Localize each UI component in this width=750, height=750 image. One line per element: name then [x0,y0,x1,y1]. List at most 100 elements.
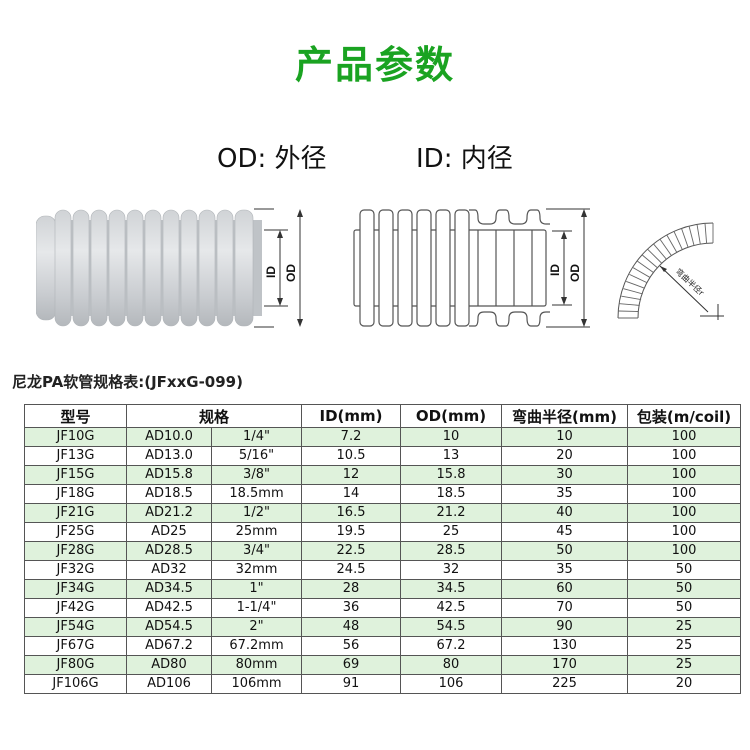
cell-ad: AD106 [126,674,212,694]
table-row: JF67G AD67.2 67.2mm 56 67.2 130 25 [24,636,742,656]
cell-ad: AD15.8 [126,465,212,485]
cell-size: 1-1/4" [210,598,303,618]
cell-pack: 100 [627,446,742,466]
solid-pipe-illustration: ID OD [35,206,308,330]
cell-ad: AD67.2 [126,636,212,656]
table-header-row: 型号 规格 ID(mm) OD(mm) 弯曲半径(mm) 包装(m/coil) [24,404,742,428]
cell-size: 5/16" [210,446,303,466]
cell-size: 1/4" [210,427,303,447]
cell-bend: 30 [501,465,629,485]
cell-od: 18.5 [400,484,503,504]
cell-ad: AD18.5 [126,484,212,504]
cell-id: 19.5 [301,522,402,542]
cell-size: 1" [210,579,303,599]
cell-pack: 50 [627,598,742,618]
cell-id: 48 [301,617,402,637]
table-row: JF34G AD34.5 1" 28 34.5 60 50 [24,579,742,599]
id-dimension-label: ID [264,266,278,278]
bend-radius-illustration: 弯曲半径r [600,200,730,326]
cell-id: 28 [301,579,402,599]
cell-pack: 100 [627,503,742,523]
cell-od: 15.8 [400,465,503,485]
cell-od: 67.2 [400,636,503,656]
cell-size: 3/4" [210,541,303,561]
cell-pack: 25 [627,655,742,675]
od-legend: OD: 外径 [217,144,327,174]
cell-ad: AD28.5 [126,541,212,561]
header-id: ID(mm) [301,404,402,428]
id-dimension-label: ID [548,264,562,276]
cell-bend: 35 [501,484,629,504]
cell-ad: AD13.0 [126,446,212,466]
cell-od: 25 [400,522,503,542]
bend-radius-label: 弯曲半径r [674,266,707,298]
table-row: JF21G AD21.2 1/2" 16.5 21.2 40 100 [24,503,742,523]
cell-size: 80mm [210,655,303,675]
cell-model: JF34G [24,579,127,599]
cell-pack: 100 [627,541,742,561]
cell-od: 28.5 [400,541,503,561]
cell-od: 32 [400,560,503,580]
cell-model: JF42G [24,598,127,618]
cell-bend: 70 [501,598,629,618]
cell-id: 12 [301,465,402,485]
cell-bend: 50 [501,541,629,561]
cell-od: 13 [400,446,503,466]
cell-id: 7.2 [301,427,402,447]
cell-size: 67.2mm [210,636,303,656]
header-od: OD(mm) [400,404,503,428]
table-caption: 尼龙PA软管规格表:(JFxxG-099) [12,373,243,391]
cell-bend: 225 [501,674,629,694]
cell-bend: 130 [501,636,629,656]
cell-size: 18.5mm [210,484,303,504]
table-row: JF15G AD15.8 3/8" 12 15.8 30 100 [24,465,742,485]
cell-ad: AD80 [126,655,212,675]
cell-id: 16.5 [301,503,402,523]
cell-bend: 60 [501,579,629,599]
spec-table: 型号 规格 ID(mm) OD(mm) 弯曲半径(mm) 包装(m/coil) … [24,404,742,694]
cell-bend: 90 [501,617,629,637]
cell-od: 10 [400,427,503,447]
cell-model: JF54G [24,617,127,637]
cell-id: 36 [301,598,402,618]
cell-id: 56 [301,636,402,656]
cell-ad: AD25 [126,522,212,542]
table-row: JF106G AD106 106mm 91 106 225 20 [24,674,742,694]
table-row: JF80G AD80 80mm 69 80 170 25 [24,655,742,675]
cell-id: 69 [301,655,402,675]
header-model: 型号 [24,404,127,428]
cell-pack: 25 [627,636,742,656]
cell-bend: 20 [501,446,629,466]
cell-model: JF67G [24,636,127,656]
cell-ad: AD10.0 [126,427,212,447]
header-bend-radius: 弯曲半径(mm) [501,404,629,428]
cell-bend: 40 [501,503,629,523]
cell-model: JF21G [24,503,127,523]
cell-model: JF15G [24,465,127,485]
cell-model: JF13G [24,446,127,466]
cell-size: 1/2" [210,503,303,523]
table-row: JF13G AD13.0 5/16" 10.5 13 20 100 [24,446,742,466]
cell-od: 34.5 [400,579,503,599]
cell-od: 80 [400,655,503,675]
cell-pack: 100 [627,427,742,447]
table-row: JF28G AD28.5 3/4" 22.5 28.5 50 100 [24,541,742,561]
cell-model: JF10G [24,427,127,447]
cell-model: JF80G [24,655,127,675]
cell-ad: AD34.5 [126,579,212,599]
cell-od: 54.5 [400,617,503,637]
cell-id: 22.5 [301,541,402,561]
cell-od: 21.2 [400,503,503,523]
table-row: JF54G AD54.5 2" 48 54.5 90 25 [24,617,742,637]
header-package: 包装(m/coil) [627,404,742,428]
cell-bend: 10 [501,427,629,447]
cell-model: JF28G [24,541,127,561]
cell-size: 106mm [210,674,303,694]
cell-od: 106 [400,674,503,694]
page-title: 产品参数 [294,43,455,87]
cell-pack: 100 [627,465,742,485]
cell-pack: 20 [627,674,742,694]
cell-pack: 25 [627,617,742,637]
table-row: JF10G AD10.0 1/4" 7.2 10 10 100 [24,427,742,447]
cell-id: 14 [301,484,402,504]
